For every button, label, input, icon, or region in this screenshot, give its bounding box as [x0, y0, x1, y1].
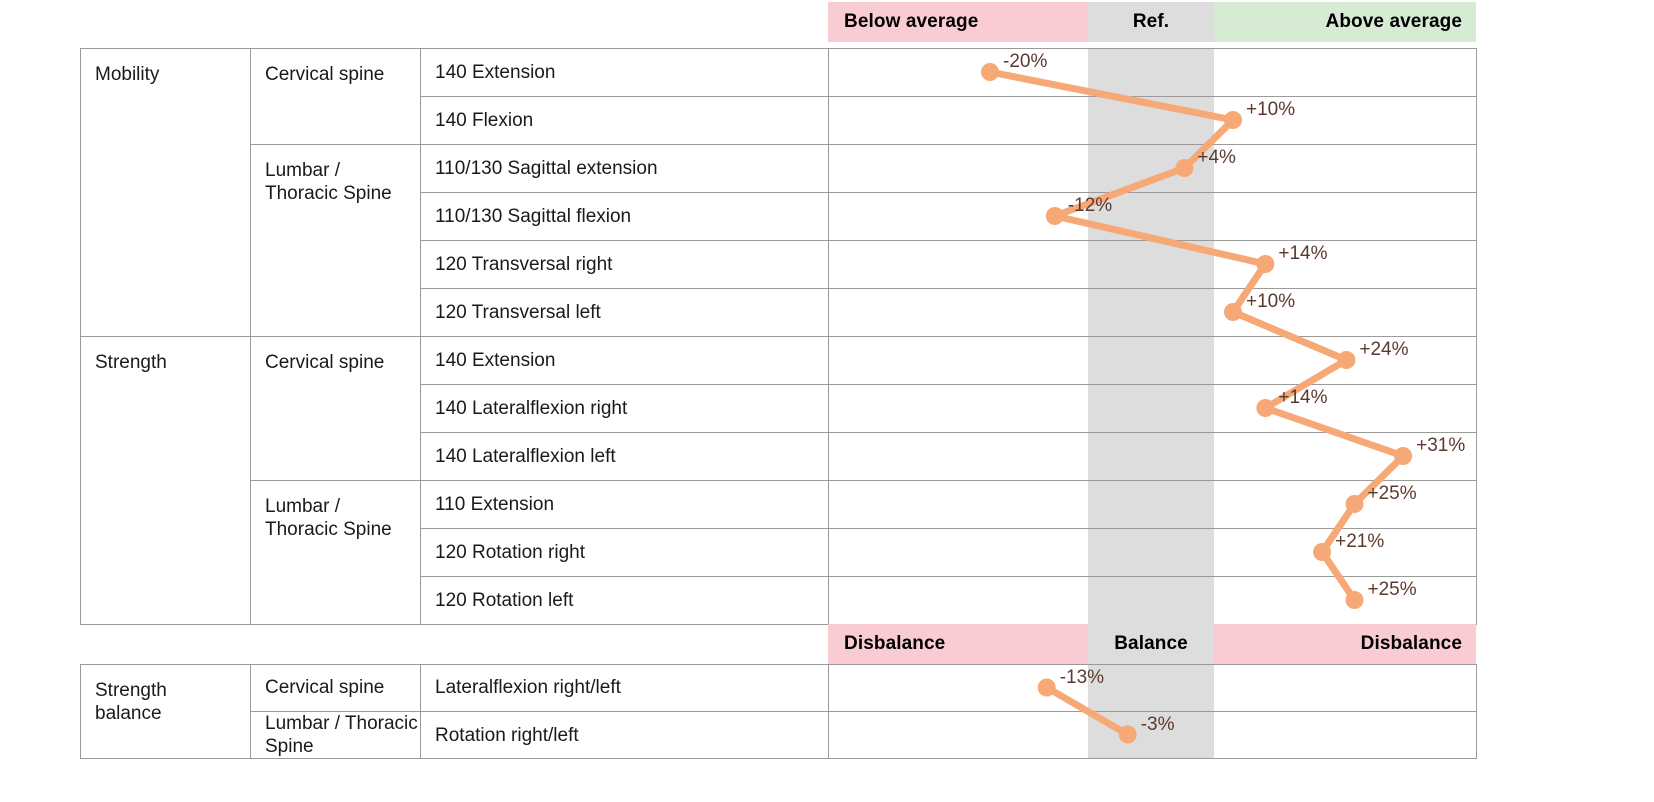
test-label: 140 Lateralflexion right [420, 384, 829, 433]
region-label: Cervical spine [250, 48, 421, 145]
test-label: 140 Extension [420, 336, 829, 385]
legend-strip-top: Below average Ref. Above average [828, 2, 1476, 42]
plot-cell [828, 192, 1477, 241]
test-label: 120 Rotation right [420, 528, 829, 577]
test-label: 120 Rotation left [420, 576, 829, 625]
legend-label-below-average: Below average [844, 11, 979, 32]
test-label: 120 Transversal left [420, 288, 829, 337]
legend-label-disbalance-left: Disbalance [844, 633, 946, 654]
test-label: 110/130 Sagittal extension [420, 144, 829, 193]
region-label: Cervical spine [250, 336, 421, 481]
band-above-average [1214, 2, 1476, 42]
test-label: Rotation right/left [420, 710, 829, 760]
legend-strip-bottom: Disbalance Balance Disbalance [828, 624, 1476, 664]
band-reference [1088, 2, 1214, 42]
group-label-strength: Strength [80, 336, 251, 625]
legend-label-balance: Balance [1114, 633, 1188, 654]
plot-cell [828, 710, 1477, 760]
test-label: 140 Lateralflexion left [420, 432, 829, 481]
test-label: 140 Extension [420, 48, 829, 97]
test-label: 110 Extension [420, 480, 829, 529]
plot-cell [828, 576, 1477, 625]
band-disbalance-right [1214, 624, 1476, 664]
legend-label-above-average: Above average [1325, 11, 1462, 32]
plot-cell [828, 528, 1477, 577]
region-label: Lumbar / Thoracic Spine [250, 144, 421, 337]
plot-cell [828, 48, 1477, 97]
plot-cell [828, 480, 1477, 529]
plot-cell [828, 432, 1477, 481]
plot-cell [828, 288, 1477, 337]
band-below-average [828, 2, 1088, 42]
plot-cell [828, 664, 1477, 712]
test-label: 140 Flexion [420, 96, 829, 145]
band-balance [1088, 624, 1214, 664]
plot-cell [828, 384, 1477, 433]
legend-label-disbalance-right: Disbalance [1360, 633, 1462, 654]
plot-cell [828, 144, 1477, 193]
test-label: 110/130 Sagittal flexion [420, 192, 829, 241]
region-label: Lumbar / Thoracic Spine [250, 710, 421, 760]
plot-cell [828, 240, 1477, 289]
plot-cell [828, 336, 1477, 385]
band-disbalance-left [828, 624, 1088, 664]
legend-label-reference: Ref. [1132, 11, 1170, 32]
region-label: Lumbar / Thoracic Spine [250, 480, 421, 625]
group-label-mobility: Mobility [80, 48, 251, 337]
plot-cell [828, 96, 1477, 145]
test-label: Lateralflexion right/left [420, 664, 829, 712]
region-label: Cervical spine [250, 664, 421, 712]
group-label-strength-balance: Strength balance [80, 663, 251, 760]
test-label: 120 Transversal right [420, 240, 829, 289]
